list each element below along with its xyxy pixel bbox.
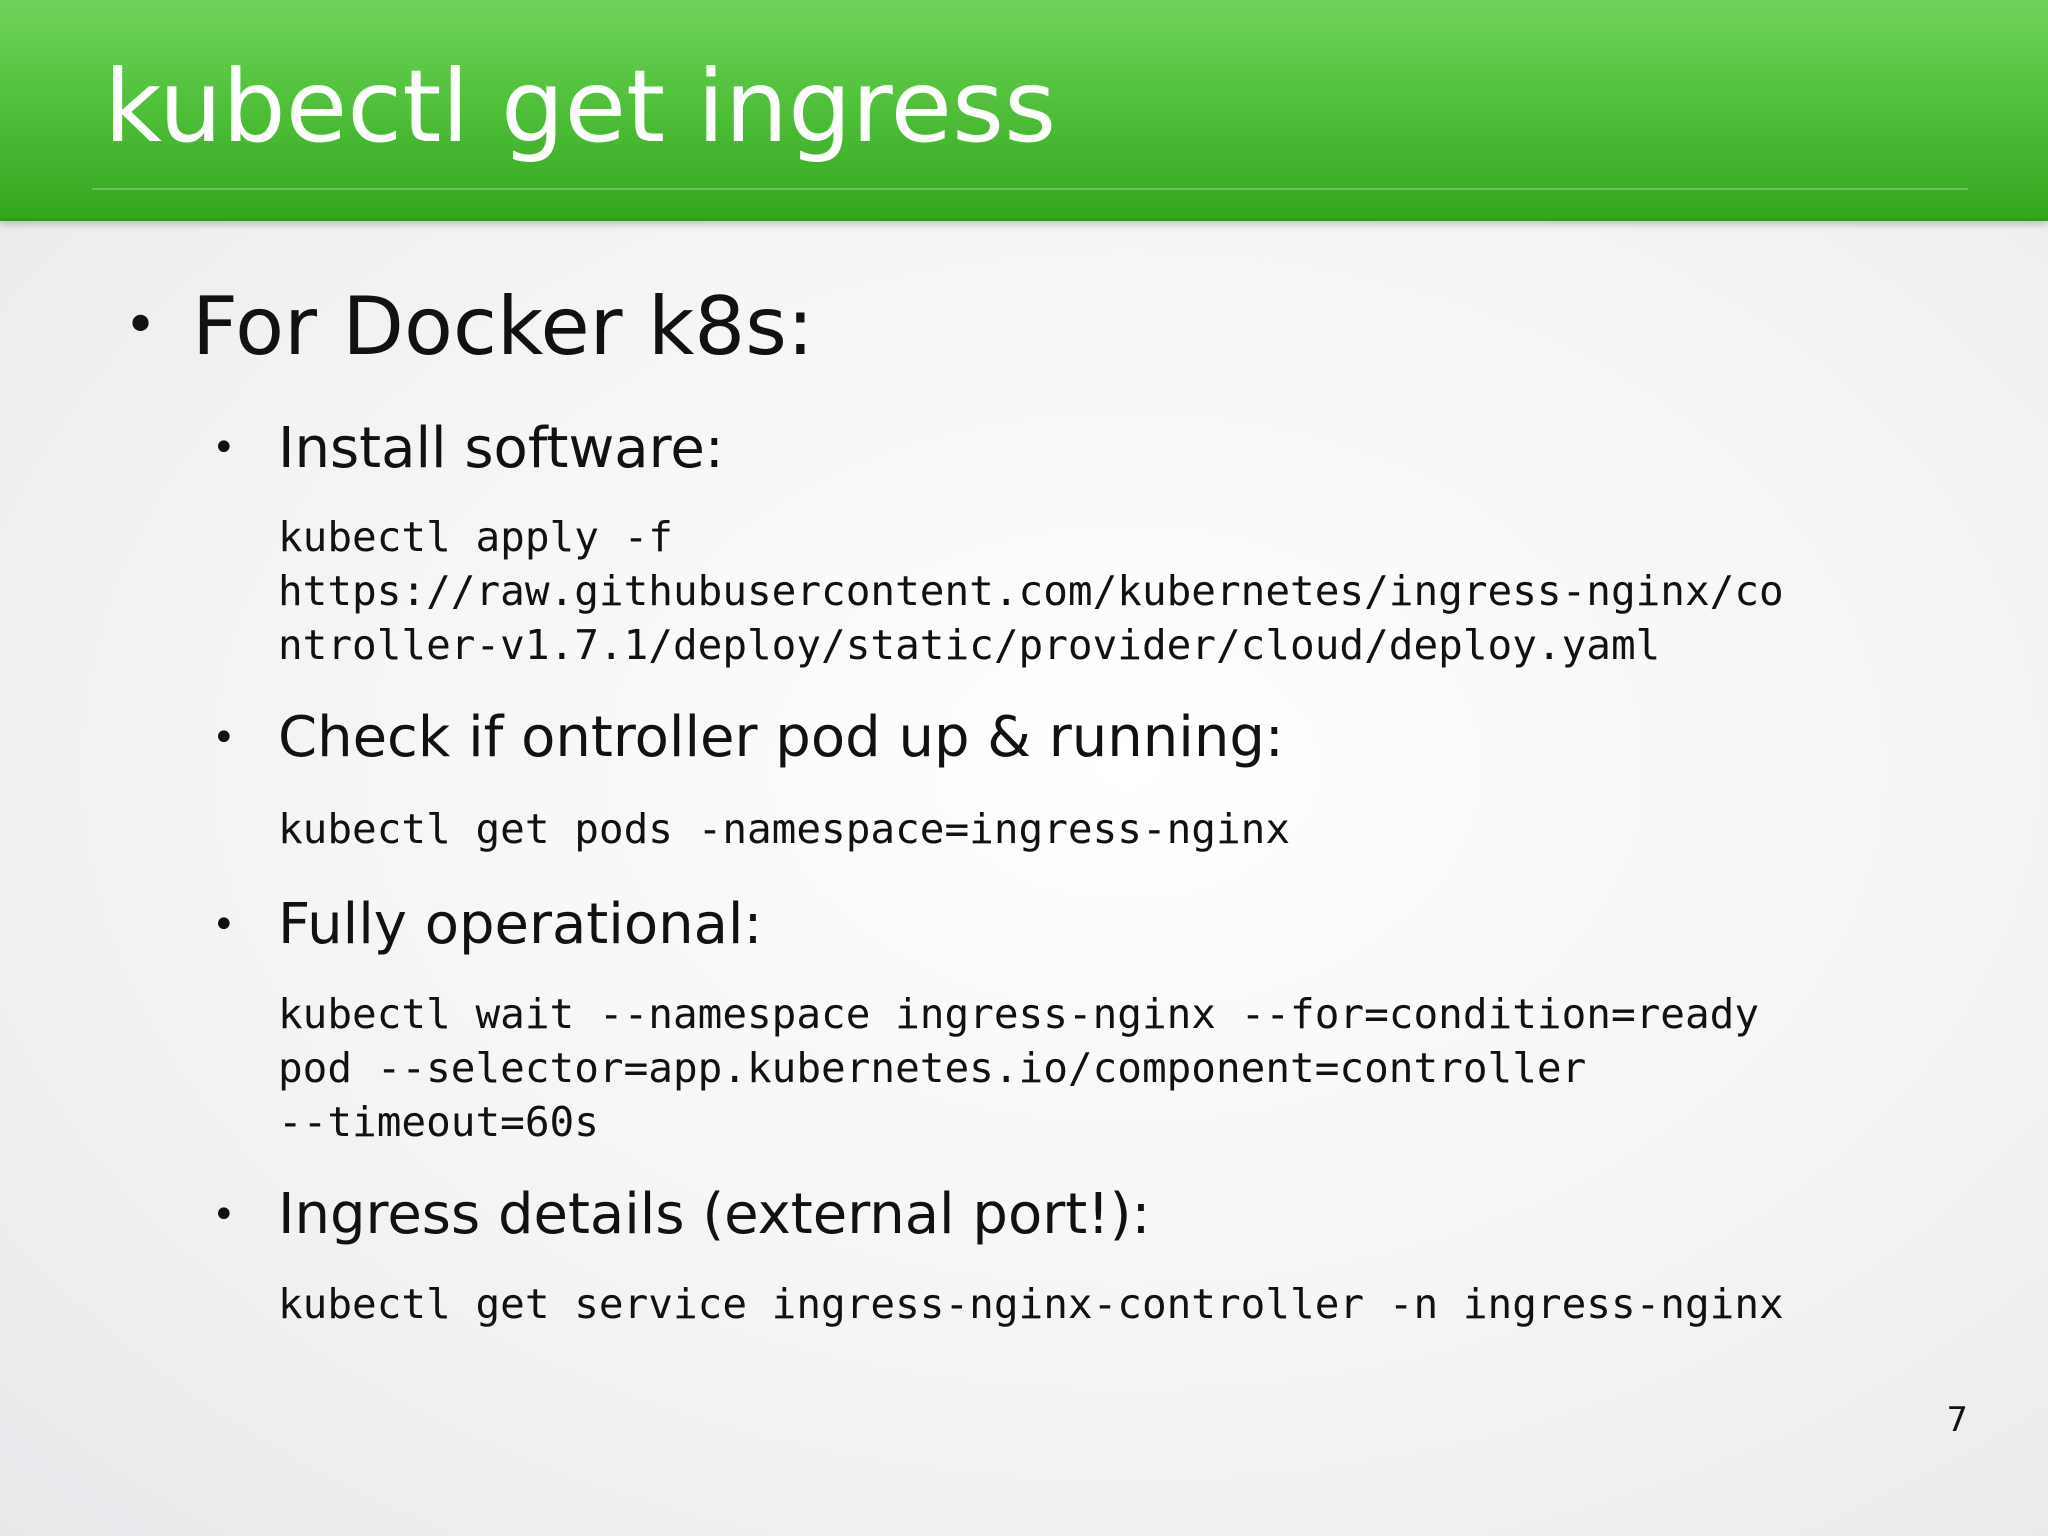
main-bullet-text: For Docker k8s: xyxy=(192,280,814,373)
code-block-ingress: kubectl get service ingress-nginx-contro… xyxy=(278,1277,1784,1331)
bullet-icon: • xyxy=(212,902,236,948)
code-block-check: kubectl get pods -namespace=ingress-ngin… xyxy=(278,802,1290,856)
sub-bullet-install-text: Install software: xyxy=(278,416,724,481)
title-bar: kubectl get ingress xyxy=(0,0,2048,221)
sub-bullet-ingress-text: Ingress details (external port!): xyxy=(278,1182,1151,1247)
bullet-icon: • xyxy=(212,425,236,471)
code-block-install: kubectl apply -f https://raw.githubuserco… xyxy=(278,510,1784,672)
code-line: kubectl wait --namespace ingress-nginx -… xyxy=(278,990,1760,1038)
bullet-icon: • xyxy=(124,293,158,358)
code-line: pod --selector=app.kubernetes.io/compone… xyxy=(278,1044,1587,1092)
slide-title: kubectl get ingress xyxy=(104,48,1057,165)
code-line: kubectl get service ingress-nginx-contro… xyxy=(278,1280,1784,1328)
page-number: 7 xyxy=(1946,1400,1968,1440)
code-line: https://raw.githubusercontent.com/kubern… xyxy=(278,567,1784,615)
title-bar-divider xyxy=(92,188,1968,190)
sub-bullet-operational-text: Fully operational: xyxy=(278,892,763,957)
code-line: --timeout=60s xyxy=(278,1098,599,1146)
code-block-operational: kubectl wait --namespace ingress-nginx -… xyxy=(278,987,1759,1149)
code-line: kubectl get pods -namespace=ingress-ngin… xyxy=(278,805,1291,853)
bullet-icon: • xyxy=(212,1192,236,1238)
bullet-icon: • xyxy=(212,715,236,761)
sub-bullet-check-text: Check if ontroller pod up & running: xyxy=(278,705,1284,770)
code-line: ntroller-v1.7.1/deploy/static/provider/c… xyxy=(278,621,1661,669)
code-line: kubectl apply -f xyxy=(278,513,673,561)
